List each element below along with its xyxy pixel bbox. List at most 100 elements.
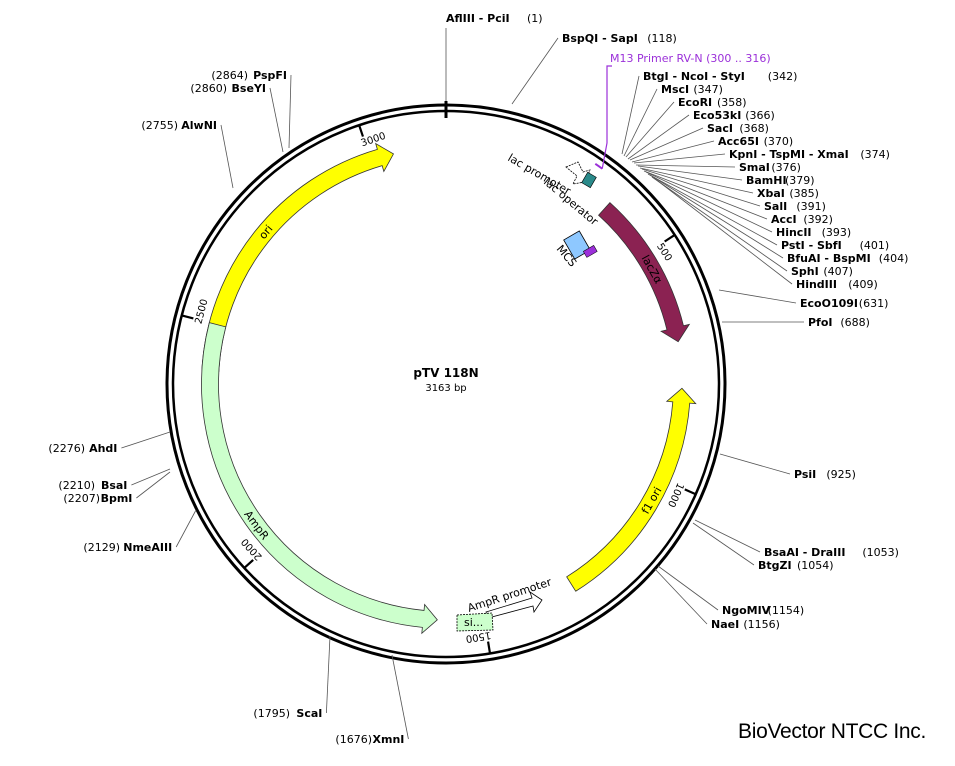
mcs-marker	[582, 245, 598, 258]
signal-sequence-box	[456, 612, 494, 632]
feature-ampr	[201, 322, 438, 635]
leader-15	[649, 174, 784, 259]
leader-left-6	[175, 509, 197, 548]
lac-operator: lac operator	[541, 171, 601, 228]
leader-12	[643, 170, 768, 220]
site-name-top: AflIII - PciI	[446, 12, 510, 25]
leader-0	[511, 37, 559, 105]
leader-6	[631, 140, 715, 163]
site-name: BtgZI	[758, 559, 792, 572]
leader-left-4	[131, 468, 171, 486]
site-name: XmnI	[373, 733, 405, 746]
leader-9	[637, 165, 743, 181]
site-position: (342)	[768, 70, 798, 83]
site-position: (2210)	[58, 479, 95, 492]
primer-m13-rv-n: M13 Primer RV-N (300 .. 316)	[594, 52, 771, 170]
site-name: BpmI	[101, 492, 133, 505]
site-position: (1054)	[797, 559, 834, 572]
tick-1000	[684, 488, 697, 496]
site-position: (347)	[693, 83, 723, 96]
tick-label-3000: 3000	[360, 131, 388, 150]
site-name: SmaI	[739, 161, 770, 174]
site-name: PstI - SbfI	[781, 239, 842, 252]
site-position: (374)	[860, 148, 890, 161]
feature-lacz	[597, 202, 691, 343]
site-name: NmeAIII	[123, 541, 172, 554]
feature-ori	[201, 142, 395, 372]
site-name: PspFI	[253, 69, 287, 82]
site-name: PfoI	[808, 316, 833, 329]
tick-2000	[243, 559, 254, 569]
brand-logo-text: BioVector NTCC Inc.	[738, 720, 927, 743]
site-name: PsiI	[794, 468, 816, 481]
lac-operator-box	[581, 171, 597, 189]
leader-16	[651, 176, 788, 272]
site-name: BsaI	[101, 479, 127, 492]
leader-3	[625, 101, 675, 158]
leader-8	[635, 164, 736, 168]
site-position: (379)	[785, 174, 815, 187]
site-name: EcoO109I	[800, 297, 858, 310]
leader-22	[692, 522, 755, 566]
ampr-promoter-arrow	[485, 591, 543, 619]
site-name: SalI	[764, 200, 787, 213]
site-position: (688)	[840, 316, 870, 329]
leader-left-2	[220, 124, 234, 189]
site-position: (358)	[717, 96, 747, 109]
leader-14	[647, 173, 778, 246]
site-position: (118)	[647, 32, 677, 45]
leader-left-1	[269, 87, 284, 153]
primer-leader	[601, 65, 612, 169]
primer-arc	[594, 163, 603, 170]
plasmid-length: 3163 bp	[425, 383, 466, 394]
site-position: (2276)	[48, 442, 85, 455]
tick-label-1500: 1500	[465, 629, 492, 644]
signal-sequence-label: si...	[464, 616, 483, 629]
leader-left-5	[136, 471, 171, 499]
leader-18	[718, 289, 797, 304]
leader-24	[654, 568, 708, 625]
leader-20	[719, 453, 791, 475]
site-name: KpnI - TspMI - XmaI	[729, 148, 849, 161]
leader-left-3	[121, 431, 171, 449]
plasmid-name: pTV 118N	[413, 366, 478, 380]
site-name: NgoMIV	[722, 604, 771, 617]
site-name: AccI	[771, 213, 797, 226]
site-position: (1154)	[768, 604, 805, 617]
tick-1500	[486, 641, 492, 654]
site-name: BsaAI - DraIII	[764, 546, 845, 559]
site-position: (368)	[739, 122, 769, 135]
site-position: (370)	[764, 135, 794, 148]
site-name: AlwNI	[181, 119, 217, 132]
leader-21	[694, 519, 761, 553]
site-position: (391)	[796, 200, 826, 213]
site-position: (631)	[859, 297, 889, 310]
site-name: Acc65I	[718, 135, 759, 148]
site-position: (1795)	[253, 707, 290, 720]
site-name: BseYI	[232, 82, 266, 95]
site-name: MscI	[661, 83, 689, 96]
mcs: MCS	[554, 230, 598, 269]
site-position: (925)	[826, 468, 856, 481]
site-name: BfuAI - BspMI	[787, 252, 871, 265]
primer-label: M13 Primer RV-N (300 .. 316)	[610, 52, 771, 65]
site-name: SphI	[791, 265, 819, 278]
site-name: HindIII	[796, 278, 837, 291]
site-position: (2860)	[190, 82, 227, 95]
site-name: ScaI	[296, 707, 322, 720]
tick-3000	[358, 124, 365, 137]
site-name: AhdI	[89, 442, 117, 455]
leader-7	[633, 153, 726, 164]
leader-2	[623, 88, 658, 157]
site-position: (401)	[860, 239, 890, 252]
site-name: BtgI - NcoI - StyI	[643, 70, 745, 83]
site-name: NaeI	[711, 618, 739, 631]
site-position: (393)	[822, 226, 852, 239]
site-position: (407)	[823, 265, 853, 278]
site-position-top: (1)	[527, 12, 543, 25]
feature-f1-ori	[566, 387, 697, 592]
site-position: (2864)	[211, 69, 248, 82]
tick-label-2500: 2500	[193, 298, 210, 325]
leader-left-7	[326, 635, 331, 714]
